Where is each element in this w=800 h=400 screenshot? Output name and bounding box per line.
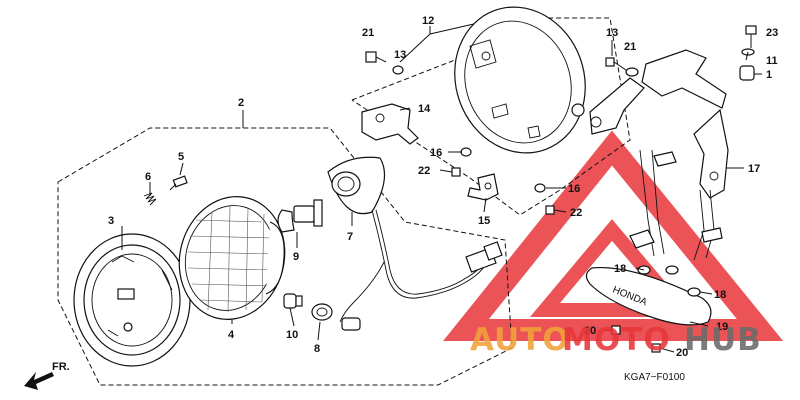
front-direction-arrow-icon: FR. [24, 361, 70, 390]
callout-1: 1 [766, 69, 772, 81]
watermark-auto: AUTO [470, 322, 570, 358]
callout-15: 15 [478, 215, 490, 227]
callout-6: 6 [145, 171, 151, 183]
callout-17: 17 [748, 163, 760, 175]
watermark-moto: MOTO [562, 322, 671, 358]
callout-13-left: 13 [394, 49, 406, 61]
bulb-socket-cover [327, 156, 503, 331]
callout-numbers: 1 2 3 4 5 6 7 8 9 10 11 12 13 13 14 15 1… [108, 15, 778, 359]
callout-5: 5 [178, 151, 184, 163]
callout-13-right: 13 [606, 27, 618, 39]
headlight-stay [589, 49, 729, 261]
callout-12: 12 [422, 15, 434, 27]
small-bracket [467, 173, 499, 201]
adjust-screw [169, 175, 188, 191]
callout-7: 7 [347, 231, 353, 243]
watermark-text: AUTO MOTO HUB [470, 322, 762, 358]
callout-18-left: 18 [614, 263, 626, 275]
callout-16-left: 16 [430, 147, 442, 159]
callout-20-right: 20 [676, 347, 688, 359]
callout-23: 23 [766, 27, 778, 39]
emblem-plate: HONDA [585, 266, 712, 326]
leader-lines [121, 40, 762, 353]
figure-code: KGA7−F0100 [624, 372, 685, 383]
callout-14: 14 [418, 103, 431, 115]
case-bracket [361, 103, 419, 145]
front-indicator-label: FR. [52, 361, 70, 373]
adjust-spring [143, 192, 157, 206]
callout-22-right: 22 [570, 207, 582, 219]
callout-4: 4 [228, 329, 235, 341]
fastener-bolts [365, 25, 757, 353]
headlight-bulb [277, 199, 323, 233]
headlight-case [454, 6, 586, 154]
callout-8: 8 [314, 343, 320, 355]
callout-21-right: 21 [624, 41, 636, 53]
callout-2: 2 [238, 97, 244, 109]
callout-16-right: 16 [568, 183, 580, 195]
callout-11: 11 [766, 55, 778, 67]
callout-3: 3 [108, 215, 114, 227]
callout-18-right: 18 [714, 289, 726, 301]
callout-9: 9 [293, 251, 299, 263]
headlight-rim [73, 233, 191, 367]
position-bulb [283, 293, 303, 309]
callout-21-left: 21 [362, 27, 374, 39]
callout-20-left: 20 [584, 325, 596, 337]
position-socket [311, 303, 333, 321]
callout-22-left: 22 [418, 165, 430, 177]
callout-10: 10 [286, 329, 298, 341]
callout-19: 19 [716, 321, 728, 333]
headlight-lens-unit [178, 196, 286, 320]
watermark-hub: HUB [684, 322, 762, 358]
